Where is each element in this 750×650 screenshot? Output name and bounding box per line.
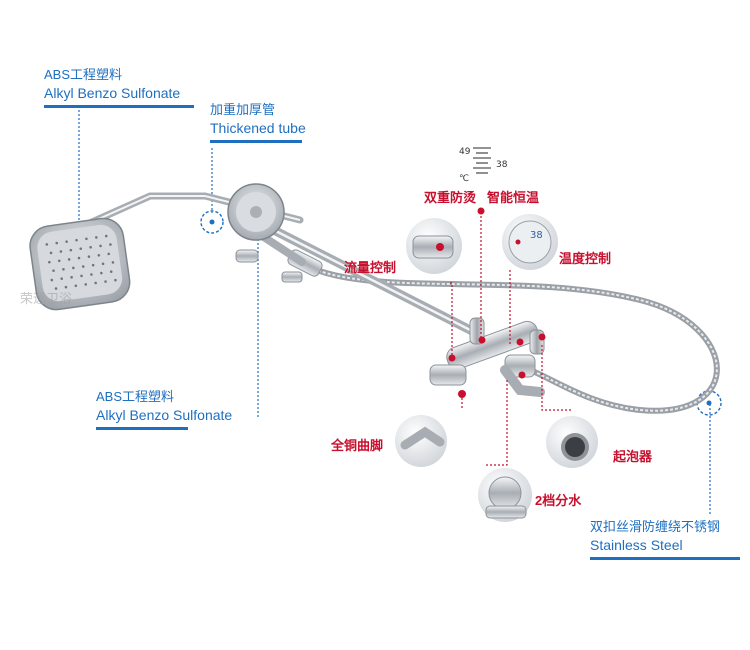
nozzle-dot [64, 285, 68, 289]
nozzle-dot [107, 252, 111, 256]
nozzle-dot [74, 284, 78, 288]
valve-red-dots [448, 333, 546, 398]
thermo-mid-value: 38 [496, 160, 508, 170]
red-connectors [450, 212, 572, 466]
tube-en: Thickened tube [210, 120, 306, 136]
detail-temp-dial [502, 214, 558, 270]
label-temperature-control: 温度控制 [559, 251, 612, 266]
callout-handheld-material: ABS工程塑料 Alkyl Benzo Sulfonate [96, 388, 232, 430]
nozzle-dot [111, 261, 115, 264]
hose-en: Stainless Steel [590, 537, 683, 553]
detail-copper-leg [395, 415, 447, 467]
detail-flow-knob [406, 218, 462, 274]
nozzle-dot [80, 274, 83, 278]
blue-connectors [78, 110, 711, 515]
nozzle-dot [65, 240, 68, 243]
hose-zh: 双扣丝滑防缠绕不锈钢 [590, 519, 721, 534]
nozzle-dot [89, 246, 92, 249]
nozzle-dot [54, 287, 58, 290]
nozzle-dot [75, 238, 78, 242]
nozzle-dot [90, 273, 93, 276]
nozzle-dot [67, 258, 71, 261]
nozzle-dot [114, 278, 117, 282]
nozzle-dot [109, 243, 112, 246]
nozzle-dot [91, 263, 95, 267]
nozzle-dot [87, 255, 91, 258]
head-material-zh: ABS工程塑料 [44, 67, 123, 82]
nozzle-dot [50, 278, 54, 282]
brand-watermark: 荣远卫浴 [20, 291, 73, 306]
label-smart-thermostat: 智能恒温 [487, 190, 540, 205]
nozzle-dot [55, 241, 59, 245]
nozzle-dot [72, 266, 75, 270]
label-copper-leg: 全铜曲脚 [331, 438, 384, 453]
blue-rings [62, 200, 722, 416]
nozzle-dot [49, 251, 53, 255]
overhead-shower-head [29, 217, 131, 311]
nozzle-dot [79, 247, 83, 251]
detail-aerator [546, 416, 598, 468]
mixer-valve [429, 317, 545, 397]
thermometer-scale-icon [473, 147, 491, 174]
head-material-underline [44, 105, 194, 108]
callout-head-material: ABS工程塑料 Alkyl Benzo Sulfonate [44, 66, 194, 108]
callout-tube: 加重加厚管 Thickened tube [210, 101, 306, 143]
nozzle-dot [85, 237, 88, 241]
nozzle-dot [104, 234, 108, 238]
nozzle-dot [59, 250, 63, 253]
nozzle-dot [62, 268, 65, 271]
handheld-material-en: Alkyl Benzo Sulfonate [96, 407, 233, 423]
nozzle-dot [69, 248, 73, 252]
label-dual-scald: 双重防烫 [424, 190, 477, 205]
label-diverter: 2档分水 [535, 493, 582, 508]
nozzle-dot [95, 236, 98, 239]
nozzle-dot [48, 260, 51, 264]
nozzle-dot [45, 243, 49, 246]
thermo-top-value: 49 [459, 147, 471, 157]
nozzle-dot [57, 259, 61, 263]
head-material-en: Alkyl Benzo Sulfonate [44, 85, 181, 101]
detail-diverter [478, 468, 532, 522]
nozzle-dot [101, 262, 105, 266]
tube-zh: 加重加厚管 [210, 102, 276, 117]
thermo-unit: ℃ [459, 174, 470, 184]
nozzle-dot [84, 283, 88, 286]
label-aerator: 起泡器 [613, 449, 653, 464]
nozzle-dot [104, 280, 107, 283]
nozzle-dot [97, 253, 101, 257]
nozzle-dot [52, 269, 55, 273]
handheld-material-zh: ABS工程塑料 [96, 389, 175, 404]
nozzle-dot [99, 244, 102, 248]
handheld-material-underline [96, 427, 188, 430]
nozzle-dot [94, 281, 97, 285]
hose-underline [590, 557, 740, 560]
nozzle-dot [81, 265, 85, 268]
tube-underline [210, 140, 302, 143]
thermo-red-dot [477, 207, 485, 215]
nozzle-dot [109, 270, 113, 274]
nozzle-dot [60, 277, 64, 280]
label-flow-control: 流量控制 [344, 260, 397, 275]
handheld-shower [227, 183, 306, 266]
nozzle-dot [100, 271, 103, 275]
nozzle-dot [70, 275, 73, 279]
callout-hose: 双扣丝滑防缠绕不锈钢 Stainless Steel [590, 518, 740, 560]
nozzle-dot [77, 256, 81, 260]
dial-value: 38 [530, 230, 543, 241]
wall-bracket [235, 249, 259, 263]
